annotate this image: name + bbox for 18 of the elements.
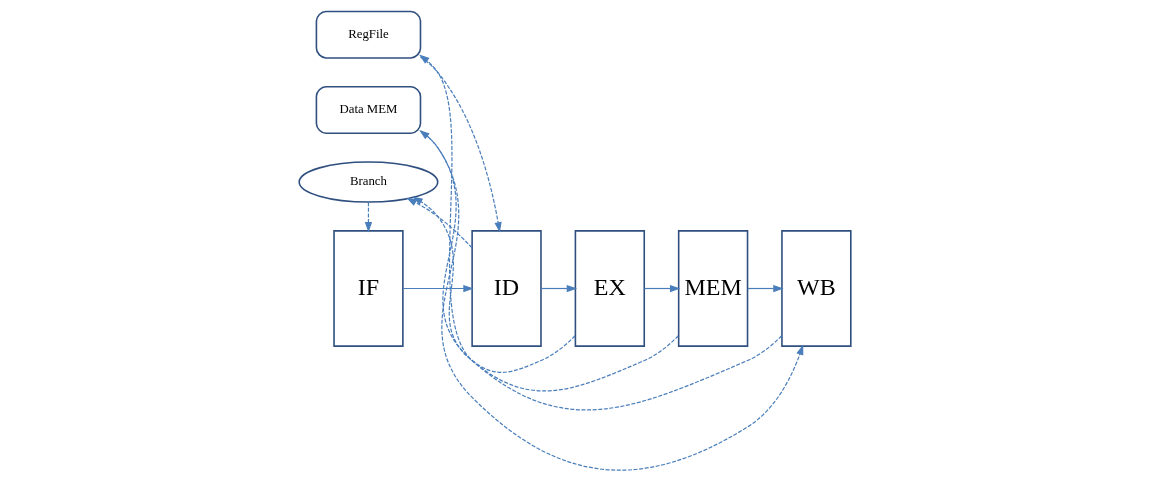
arrow bbox=[419, 56, 502, 233]
node-box: IF bbox=[333, 230, 404, 347]
arrow bbox=[406, 197, 473, 249]
arrow bbox=[420, 130, 804, 471]
arrow bbox=[419, 130, 679, 392]
arrow bbox=[540, 284, 578, 293]
node-box: Data MEM bbox=[315, 85, 422, 134]
node-box: ID bbox=[471, 230, 542, 347]
node-box: MEM bbox=[677, 230, 749, 347]
arrow bbox=[364, 201, 373, 233]
node-box: WB bbox=[781, 230, 852, 347]
node-box: RegFile bbox=[315, 10, 422, 59]
arrow bbox=[402, 284, 474, 293]
arrow bbox=[747, 284, 784, 293]
node-box: EX bbox=[574, 230, 646, 347]
arrow bbox=[412, 196, 576, 373]
arrow bbox=[643, 284, 681, 293]
arrow bbox=[419, 54, 783, 411]
